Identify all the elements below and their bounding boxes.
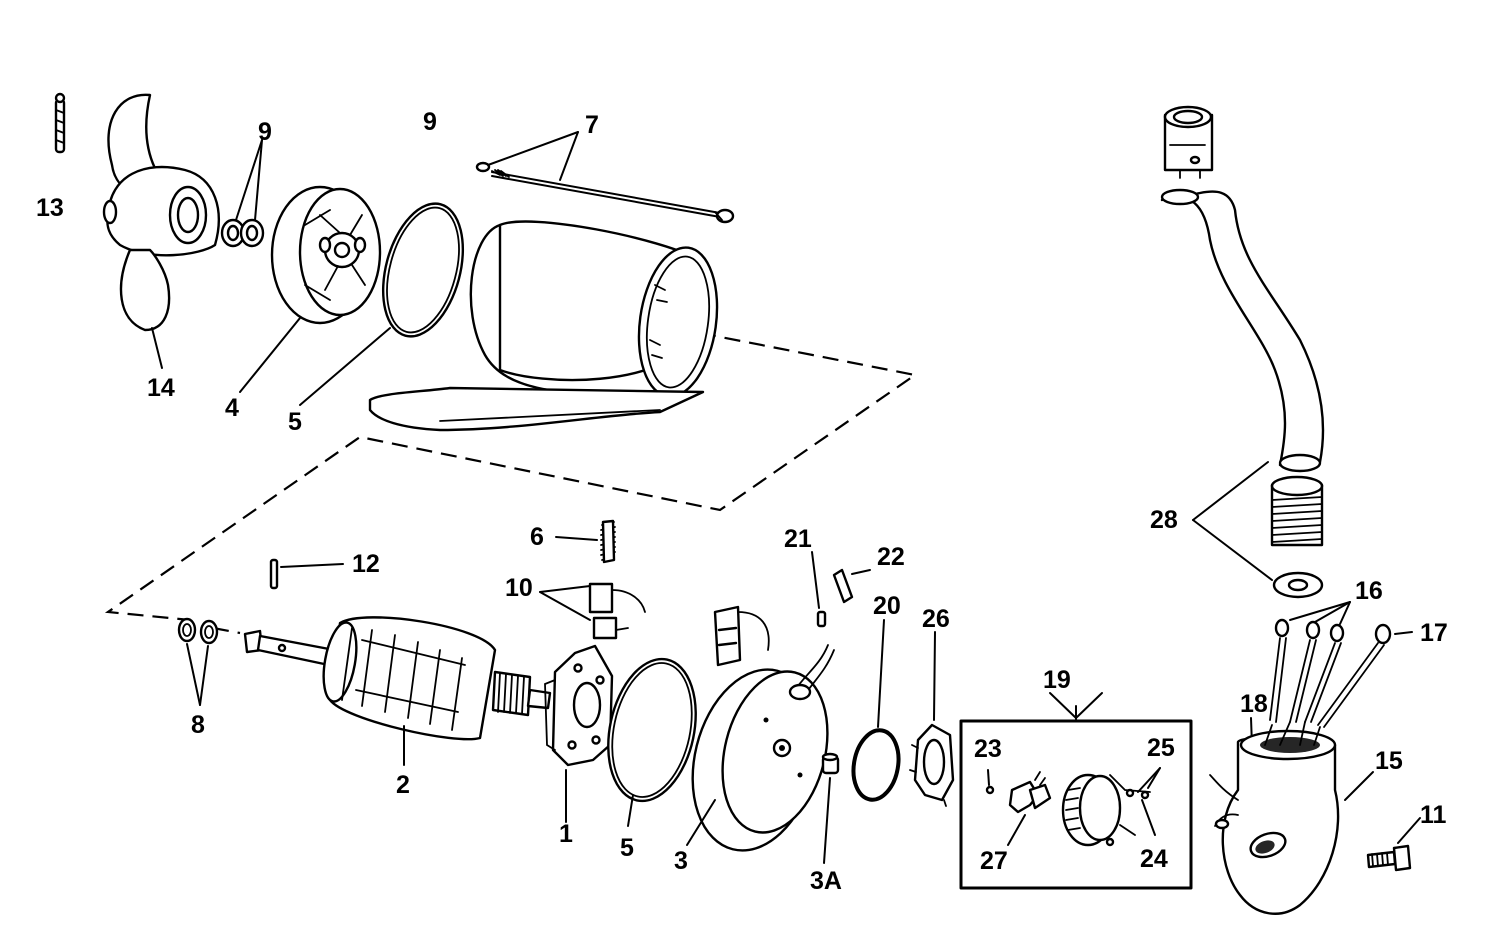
part-5-o-ring-top	[381, 202, 465, 338]
callout-20: 20	[873, 592, 901, 620]
callout-28: 28	[1150, 506, 1178, 534]
part-6-spring	[555, 519, 616, 564]
part-11-bolt	[1366, 817, 1421, 872]
callout-17: 17	[1420, 619, 1448, 647]
callout-14: 14	[147, 374, 175, 402]
callout-27: 27	[980, 847, 1008, 875]
part-5-o-ring-bottom	[607, 657, 697, 803]
part-2-armature	[243, 616, 552, 766]
callout-1: 1	[559, 820, 573, 848]
callout-5-bottom: 5	[620, 834, 634, 862]
leader-lines	[151, 131, 1161, 846]
part-7-through-bolts	[475, 161, 735, 224]
callout-labels: 13 14 9 9 4 5 7 12 6 10 21 22 20 26 8 2 …	[36, 108, 1448, 895]
callout-8: 8	[191, 711, 205, 739]
part-16-wires	[1269, 601, 1351, 723]
part-15-head-housing	[1209, 721, 1374, 915]
callout-21: 21	[784, 525, 812, 553]
part-14-propeller	[102, 93, 220, 332]
part-12-pin	[269, 558, 344, 590]
callout-19: 19	[1043, 666, 1071, 694]
part-10-brushes	[588, 582, 646, 640]
callout-16: 16	[1355, 577, 1383, 605]
callout-7: 7	[585, 111, 599, 139]
part-28-steering-tube	[1160, 105, 1325, 599]
callout-10: 10	[505, 574, 533, 602]
callout-3a: 3A	[810, 867, 842, 895]
callout-2: 2	[396, 771, 410, 799]
part-9-washers	[220, 218, 265, 248]
callout-9-washers: 9	[258, 118, 272, 146]
part-3a-bushing	[821, 752, 840, 864]
part-13-pin	[54, 92, 66, 154]
part-22-sleeve	[832, 568, 871, 604]
callout-23: 23	[974, 735, 1002, 763]
callout-9-housing: 9	[423, 108, 437, 136]
part-20-o-ring	[851, 619, 901, 802]
motor-housing	[368, 220, 719, 432]
callout-25: 25	[1147, 734, 1175, 762]
callout-6: 6	[530, 523, 544, 551]
callout-26: 26	[922, 605, 950, 633]
part-3-end-cap	[691, 605, 835, 852]
callout-11: 11	[1420, 801, 1447, 829]
callout-22: 22	[877, 543, 905, 571]
callout-5-top: 5	[288, 408, 302, 436]
part-1-brush-plate	[544, 644, 614, 823]
callout-24: 24	[1140, 845, 1168, 873]
callout-12: 12	[352, 550, 380, 578]
part-8-washers	[177, 617, 219, 645]
part-4-end-bell	[270, 185, 382, 325]
callout-4: 4	[225, 394, 239, 422]
part-21-pin	[811, 551, 827, 628]
part-17-wire	[1317, 623, 1413, 728]
part-26-nut	[909, 631, 955, 807]
callout-18: 18	[1240, 690, 1268, 718]
callout-13: 13	[36, 194, 64, 222]
callout-3: 3	[674, 847, 688, 875]
callout-15: 15	[1375, 747, 1403, 775]
